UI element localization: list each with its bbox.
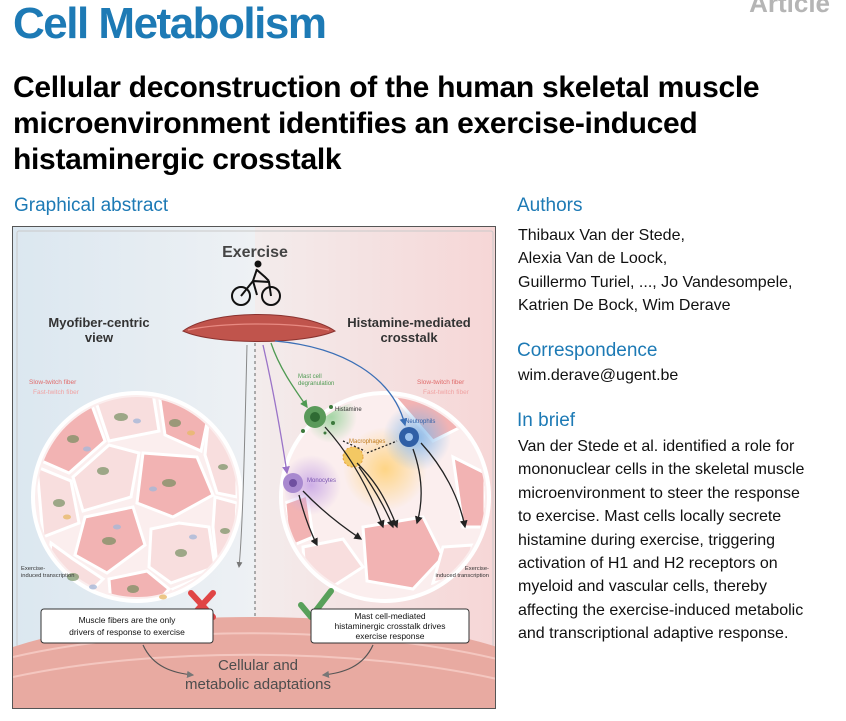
outcome-line1: Cellular and — [218, 657, 298, 674]
right-fast-twitch-label: Fast-twitch fiber — [423, 389, 470, 396]
in-brief-line: affecting the exercise-induced metabolic — [518, 601, 804, 619]
exercise-label: Exercise — [222, 244, 288, 261]
author-line: Alexia Van de Loock, — [518, 250, 668, 268]
in-brief-line: activation of H1 and H2 receptors on — [518, 555, 778, 573]
article-title: Cellular deconstruction of the human ske… — [13, 71, 760, 176]
outcome-line2: metabolic adaptations — [185, 676, 331, 693]
in-brief-line: microenvironment to steer the response — [518, 484, 800, 502]
right-muscle-cross-section: Mast cell degranulation Histamine Macrop… — [279, 374, 491, 603]
article-type-label: Article — [749, 0, 830, 18]
left-statement-line2: drivers of response to exercise — [69, 627, 185, 637]
right-statement-line1: Mast cell-mediated — [354, 611, 426, 621]
right-transcription-label-line1: Exercise- — [465, 566, 489, 572]
right-view-label-line1: Histamine-mediated — [347, 315, 471, 330]
author-line: Guillermo Turiel, ..., Jo Vandesompele, — [518, 273, 793, 291]
in-brief-line: to exercise. Mast cells locally secrete — [518, 508, 782, 526]
macrophage-icon — [342, 446, 364, 468]
author-line: Thibaux Van der Stede, — [518, 227, 685, 244]
in-brief-line: Van der Stede et al. identified a role f… — [518, 438, 795, 455]
macrophages-label: Macrophages — [349, 439, 385, 445]
left-slow-twitch-label: Slow-twitch fiber — [29, 379, 77, 386]
correspondence-heading: Correspondence — [517, 340, 658, 361]
right-statement-line3: exercise response — [356, 631, 425, 641]
left-view-label-line2: view — [85, 330, 114, 345]
left-view-label-line1: Myofiber-centric — [48, 315, 149, 330]
in-brief-line: and transcriptional adaptive response. — [518, 625, 789, 643]
authors-list: Thibaux Van der Stede, Alexia Van de Loo… — [518, 224, 793, 318]
graphical-abstract-heading: Graphical abstract — [14, 195, 169, 216]
right-transcription-label-line2: induced transcription — [436, 573, 490, 579]
graphical-abstract-svg: Exercise Myofiber-centric view Histamine… — [13, 227, 495, 708]
right-statement-box — [310, 608, 470, 644]
in-brief-line: myeloid and vascular cells, thereby — [518, 578, 768, 596]
mast-cell-label-line2: degranulation — [298, 381, 334, 387]
right-view-label-line2: crosstalk — [380, 330, 438, 345]
in-brief-text: Van der Stede et al. identified a role f… — [518, 435, 804, 646]
mast-cell-label-line1: Mast cell — [298, 374, 322, 380]
correspondence-email[interactable]: wim.derave@ugent.be — [518, 367, 679, 384]
left-transcription-label-line1: Exercise- — [21, 566, 45, 572]
in-brief-line: histamine during exercise, triggering — [518, 531, 776, 549]
authors-heading: Authors — [517, 195, 583, 216]
left-statement-box — [40, 608, 214, 644]
monocytes-label: Monocytes — [307, 478, 336, 484]
left-transcription-label-line2: induced transcription — [21, 573, 75, 579]
author-line: Katrien De Bock, Wim Derave — [518, 297, 731, 315]
right-statement-line2: histaminergic crosstalk drives — [334, 621, 445, 631]
neutrophils-label: Neutrophils — [405, 419, 435, 425]
graphical-abstract-figure: Exercise Myofiber-centric view Histamine… — [12, 226, 496, 709]
left-statement-line1: Muscle fibers are the only — [79, 615, 177, 625]
in-brief-line: mononuclear cells in the skeletal muscle — [518, 461, 805, 479]
journal-name: Cell Metabolism — [13, 0, 327, 48]
left-fast-twitch-label: Fast-twitch fiber — [33, 389, 80, 396]
in-brief-heading: In brief — [517, 410, 576, 431]
right-slow-twitch-label: Slow-twitch fiber — [417, 379, 465, 386]
histamine-label: Histamine — [335, 407, 362, 413]
cyclist-icon — [231, 260, 281, 306]
muscle-icon — [182, 314, 337, 342]
